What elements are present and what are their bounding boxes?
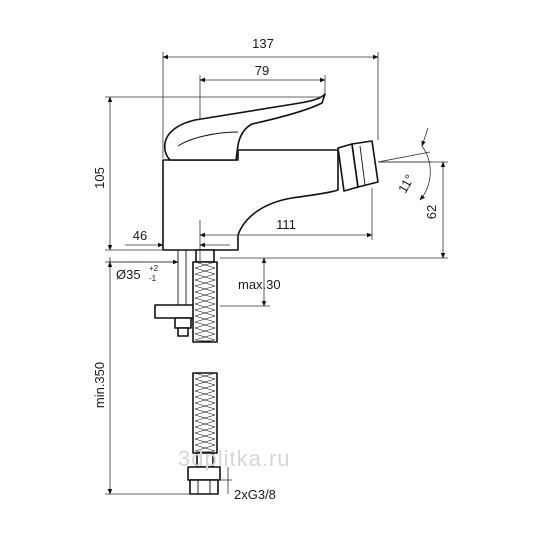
dimension-label-79: 79 bbox=[255, 63, 269, 78]
dimension-tilt-angle: 11° bbox=[377, 127, 432, 201]
supply-hose-upper bbox=[192, 249, 218, 343]
dimension-label-111: 111 bbox=[276, 217, 296, 232]
dimension-spout-height: 62 bbox=[270, 161, 448, 259]
dimension-spout-reach: 111 bbox=[199, 188, 373, 240]
lever-handle bbox=[163, 93, 326, 161]
dimension-tolerance-lower: -1 bbox=[149, 274, 157, 283]
supply-hose-lower bbox=[187, 372, 221, 495]
dimension-label-105: 105 bbox=[92, 167, 107, 189]
dimension-label-62: 62 bbox=[424, 205, 439, 219]
dimension-connection: 2xG3/8 bbox=[218, 467, 276, 502]
watermark-text: 3dplitka.ru bbox=[178, 446, 291, 471]
dimension-label-angle: 11° bbox=[395, 172, 417, 196]
dimension-label-min350: min.350 bbox=[92, 362, 107, 408]
dimension-overall-width: 137 bbox=[162, 36, 379, 158]
dimension-label-max30: max.30 bbox=[238, 277, 281, 292]
dimension-total-height: 105 bbox=[92, 96, 322, 251]
aerator-nozzle bbox=[337, 140, 379, 192]
dimension-base-offset: 46 bbox=[125, 220, 230, 262]
dimension-label-connection: 2xG3/8 bbox=[234, 487, 276, 502]
dimension-label-mount-hole: Ø35 bbox=[116, 267, 141, 282]
dimension-tolerance-upper: +2 bbox=[149, 264, 159, 273]
dimension-max-thickness: max.30 bbox=[220, 257, 281, 307]
dimension-hose-length: min.350 bbox=[92, 261, 190, 495]
dimension-lever-length: 79 bbox=[199, 63, 326, 120]
dimension-mount-hole: Ø35 +2 -1 bbox=[108, 257, 179, 283]
dimension-label-46: 46 bbox=[133, 228, 147, 243]
dimension-label-137: 137 bbox=[252, 36, 274, 51]
